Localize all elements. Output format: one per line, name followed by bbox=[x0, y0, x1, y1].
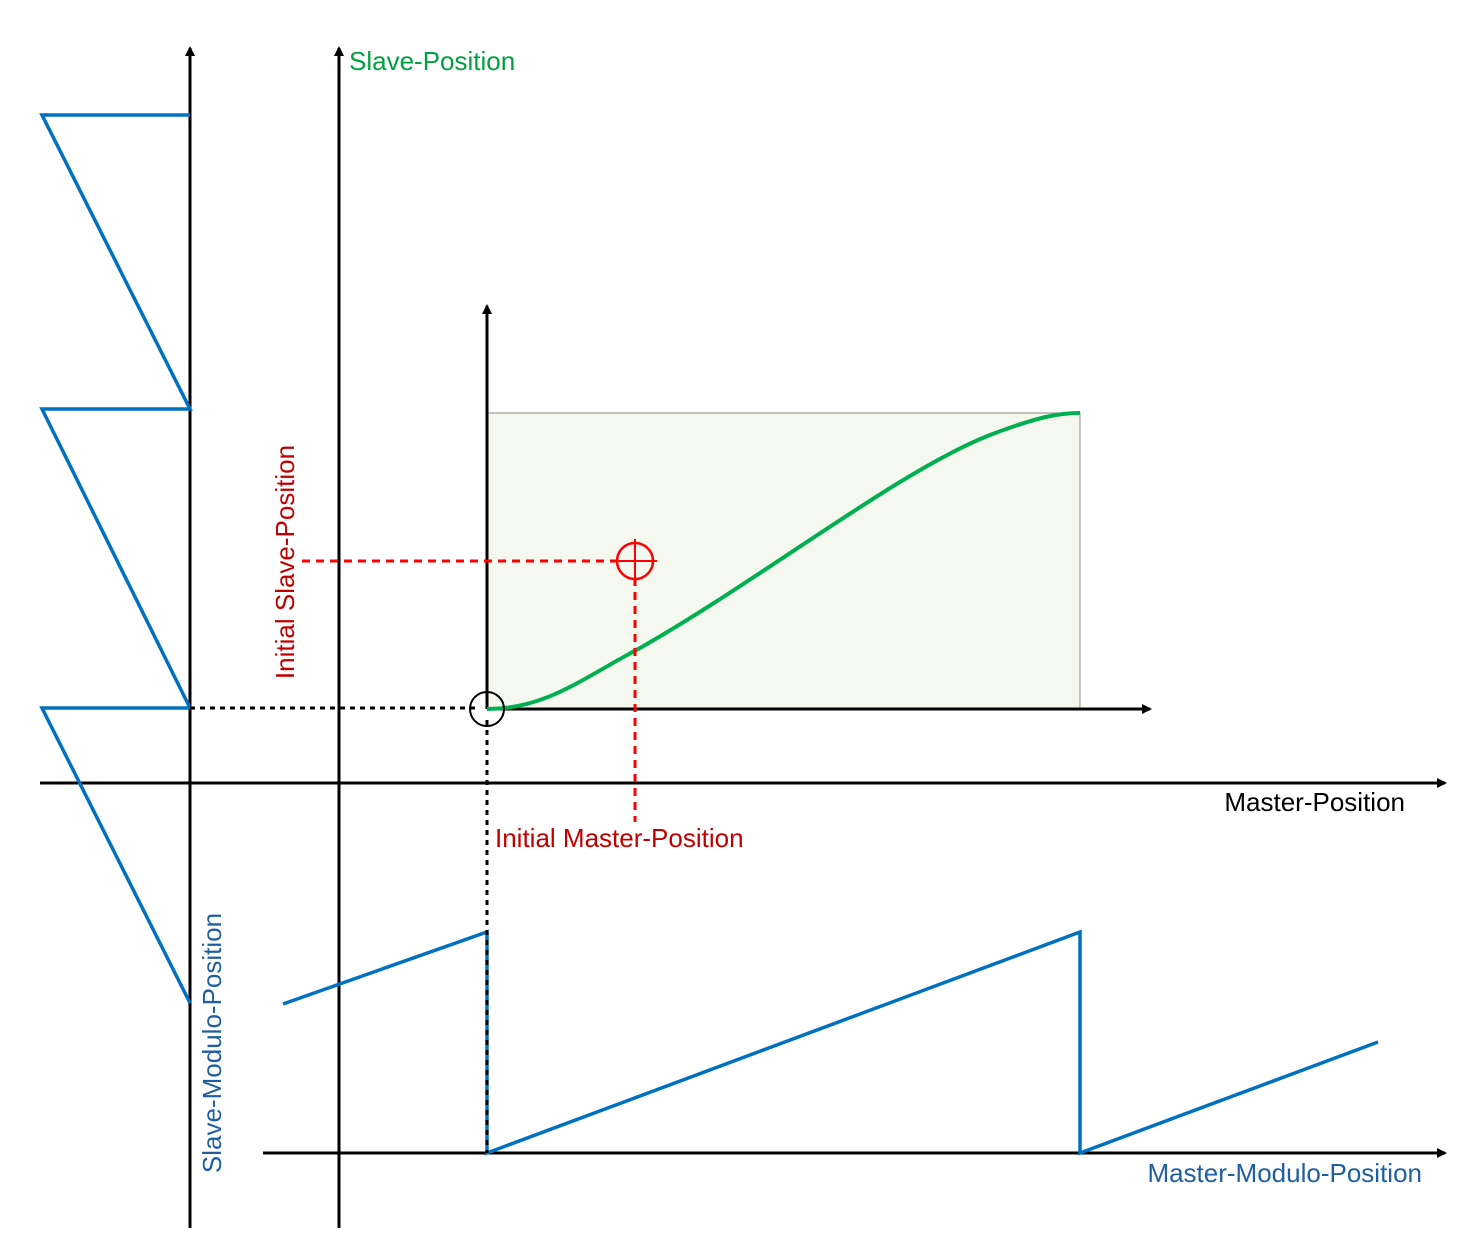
cam-curve bbox=[486, 411, 1081, 711]
slave-modulo-position-label: Slave-Modulo-Position bbox=[197, 913, 227, 1173]
cam-start-point bbox=[469, 691, 505, 727]
initial-slave-position-label: Initial Slave-Position bbox=[270, 445, 300, 679]
initial-position-marker bbox=[613, 539, 657, 583]
master-position-label: Master-Position bbox=[1224, 787, 1405, 817]
master-modulo-sawtooth-first bbox=[282, 929, 1379, 1156]
master-modulo-position-label: Master-Modulo-Position bbox=[1147, 1158, 1422, 1188]
slave-position-label: Slave-Position bbox=[349, 46, 515, 76]
initial-master-position-label: Initial Master-Position bbox=[495, 823, 744, 853]
slave-modulo-sawtooth bbox=[39, 113, 193, 1004]
